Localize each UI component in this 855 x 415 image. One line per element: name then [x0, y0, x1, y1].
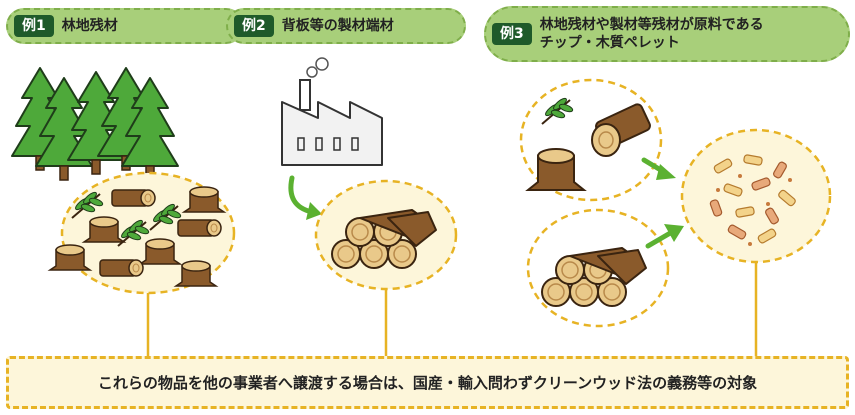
wood-chips-icon [709, 154, 796, 246]
log-icon [177, 219, 222, 237]
conclusion-text: これらの物品を他の事業者へ譲渡する場合は、国産・輸入問わずクリーンウッド法の義務… [97, 374, 758, 392]
factory-icon [281, 57, 383, 166]
green-arrow-head [306, 202, 322, 220]
green-arrow-head [656, 164, 676, 180]
stump-icon [83, 216, 125, 243]
log-icon [111, 189, 156, 207]
example-1-header: 例1 林地残材 [6, 8, 244, 44]
stump-icon [49, 244, 91, 271]
example-2-header: 例2 背板等の製材端材 [226, 8, 466, 44]
log-icon [591, 103, 651, 157]
forest-group [11, 67, 179, 181]
example-2-label: 例2 [234, 15, 274, 37]
example-1-title: 林地残材 [61, 18, 118, 34]
green-arrow-head [664, 224, 684, 242]
green-arrow-icon [288, 175, 315, 215]
conclusion-box: これらの物品を他の事業者へ譲渡する場合は、国産・輸入問わずクリーンウッド法の義務… [6, 356, 849, 409]
stump-icon [525, 148, 587, 191]
stump-icon [183, 186, 225, 213]
example-2-title: 背板等の製材端材 [281, 18, 394, 34]
stump-icon [139, 238, 181, 265]
stump-icon [175, 260, 217, 287]
chips-pellets-bubble [680, 128, 832, 264]
log-icon [99, 259, 144, 277]
example-1-label: 例1 [14, 15, 54, 37]
green-arrow-icon [645, 229, 675, 249]
example-3-header: 例3 林地残材や製材等残材が原料である チップ・木質ペレット [484, 6, 850, 62]
example-3-title: 林地残材や製材等残材が原料である チップ・木質ペレット [539, 17, 764, 51]
example-3-label: 例3 [492, 23, 532, 45]
